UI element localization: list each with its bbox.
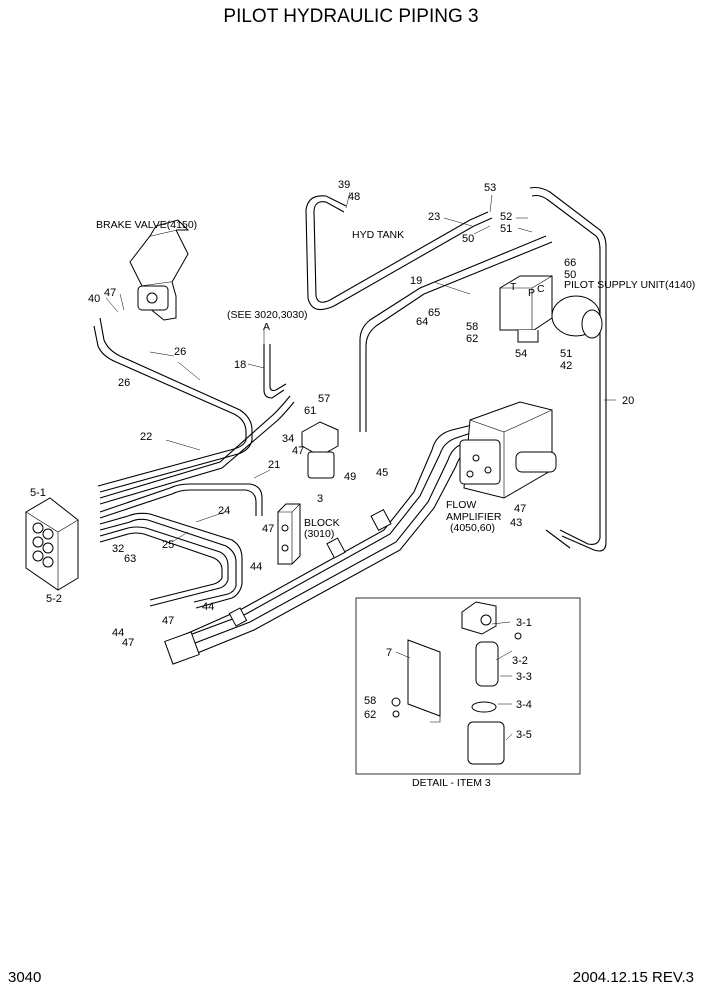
component-labels: BRAKE VALVE(4150) HYD TANK PILOT SUPPLY … bbox=[96, 219, 695, 789]
callout-label: 65 bbox=[428, 307, 440, 319]
clamps bbox=[164, 508, 392, 665]
callout-label: 47 bbox=[104, 287, 116, 299]
callout-label: 58 bbox=[364, 695, 376, 707]
callout-label: 45 bbox=[376, 467, 388, 479]
block-ref-label: (3010) bbox=[304, 528, 334, 540]
flow-amplifier bbox=[459, 401, 557, 499]
filter-3 bbox=[301, 421, 339, 479]
pilot-supply-unit-label: PILOT SUPPLY UNIT(4140) bbox=[564, 279, 695, 291]
callout-label: 19 bbox=[410, 275, 422, 287]
block-label: BLOCK bbox=[304, 517, 340, 529]
callout-label: 18 bbox=[234, 359, 246, 371]
callout-label: 44 bbox=[202, 601, 214, 613]
callout-label: 51 bbox=[500, 223, 512, 235]
callout-label: 34 bbox=[282, 433, 294, 445]
callout-label: 5-1 bbox=[30, 487, 46, 499]
callout-label: 58 bbox=[466, 321, 478, 333]
callout-label: 47 bbox=[262, 523, 274, 535]
callout-label: 3-4 bbox=[516, 699, 532, 711]
page-title: PILOT HYDRAULIC PIPING 3 bbox=[223, 6, 478, 27]
svg-text:P: P bbox=[528, 287, 535, 299]
svg-text:C: C bbox=[537, 283, 545, 295]
callout-label: 3-1 bbox=[516, 617, 532, 629]
callout-label: 57 bbox=[318, 393, 330, 405]
callout-label: 3-5 bbox=[516, 729, 532, 741]
callout-label: 25 bbox=[162, 539, 174, 551]
callout-label: 3-3 bbox=[516, 671, 532, 683]
brake-valve-label: BRAKE VALVE(4150) bbox=[96, 219, 197, 231]
callout-label: 53 bbox=[484, 182, 496, 194]
callout-label: 50 bbox=[462, 233, 474, 245]
revision-date: 2004.12.15 REV.3 bbox=[573, 969, 694, 986]
callout-numbers: 39 48 53 23 52 51 50 66 50 19 40 47 65 6… bbox=[30, 179, 634, 741]
leader-lines bbox=[105, 191, 616, 741]
block-5 bbox=[25, 497, 79, 591]
callout-label: 61 bbox=[304, 405, 316, 417]
callout-label: 48 bbox=[348, 191, 360, 203]
pilot-supply-unit: T P C bbox=[499, 275, 603, 343]
see-reference-label: (SEE 3020,3030) bbox=[227, 309, 308, 321]
callout-label: 7 bbox=[386, 647, 392, 659]
callout-label: 63 bbox=[124, 553, 136, 565]
detail-item-3-parts bbox=[391, 601, 522, 765]
callout-label: 26 bbox=[174, 346, 186, 358]
hose-lines bbox=[93, 186, 607, 657]
callout-label: 47 bbox=[514, 503, 526, 515]
callout-label: 24 bbox=[218, 505, 230, 517]
svg-text:T: T bbox=[510, 281, 517, 293]
callout-label: 64 bbox=[416, 316, 428, 328]
callout-label: 39 bbox=[338, 179, 350, 191]
callout-label: 54 bbox=[515, 348, 527, 360]
callout-label: 51 bbox=[560, 348, 572, 360]
callout-label: 62 bbox=[364, 709, 376, 721]
flow-amplifier-label-1: FLOW bbox=[446, 499, 476, 511]
callout-label: 44 bbox=[112, 627, 124, 639]
callout-label: 49 bbox=[344, 471, 356, 483]
callout-label: 21 bbox=[268, 459, 280, 471]
callout-label: 52 bbox=[500, 211, 512, 223]
ref-a-label: A bbox=[263, 321, 270, 333]
callout-label: 44 bbox=[250, 561, 262, 573]
callout-label: 43 bbox=[510, 517, 522, 529]
callout-label: 3 bbox=[317, 493, 323, 505]
callout-label: 32 bbox=[112, 543, 124, 555]
page-number: 3040 bbox=[8, 969, 41, 986]
brake-valve bbox=[129, 219, 190, 321]
callout-label: 26 bbox=[118, 377, 130, 389]
callout-label: 42 bbox=[560, 360, 572, 372]
callout-label: 66 bbox=[564, 257, 576, 269]
callout-label: 47 bbox=[292, 445, 304, 457]
callout-label: 5-2 bbox=[46, 593, 62, 605]
block-3010 bbox=[277, 503, 301, 565]
callout-label: 23 bbox=[428, 211, 440, 223]
callout-label: 47 bbox=[162, 615, 174, 627]
callout-label: 47 bbox=[122, 637, 134, 649]
callout-label: 62 bbox=[466, 333, 478, 345]
callout-label: 50 bbox=[564, 269, 576, 281]
callout-label: 3-2 bbox=[512, 655, 528, 667]
detail-label: DETAIL - ITEM 3 bbox=[412, 777, 491, 789]
callout-label: 40 bbox=[88, 293, 100, 305]
callout-label: 20 bbox=[622, 395, 634, 407]
detail-item-3-box bbox=[355, 597, 581, 775]
flow-amplifier-label-2: AMPLIFIER bbox=[446, 511, 502, 523]
callout-label: 22 bbox=[140, 431, 152, 443]
flow-amplifier-label-3: (4050,60) bbox=[450, 522, 495, 534]
hyd-tank-label: HYD TANK bbox=[352, 229, 404, 241]
